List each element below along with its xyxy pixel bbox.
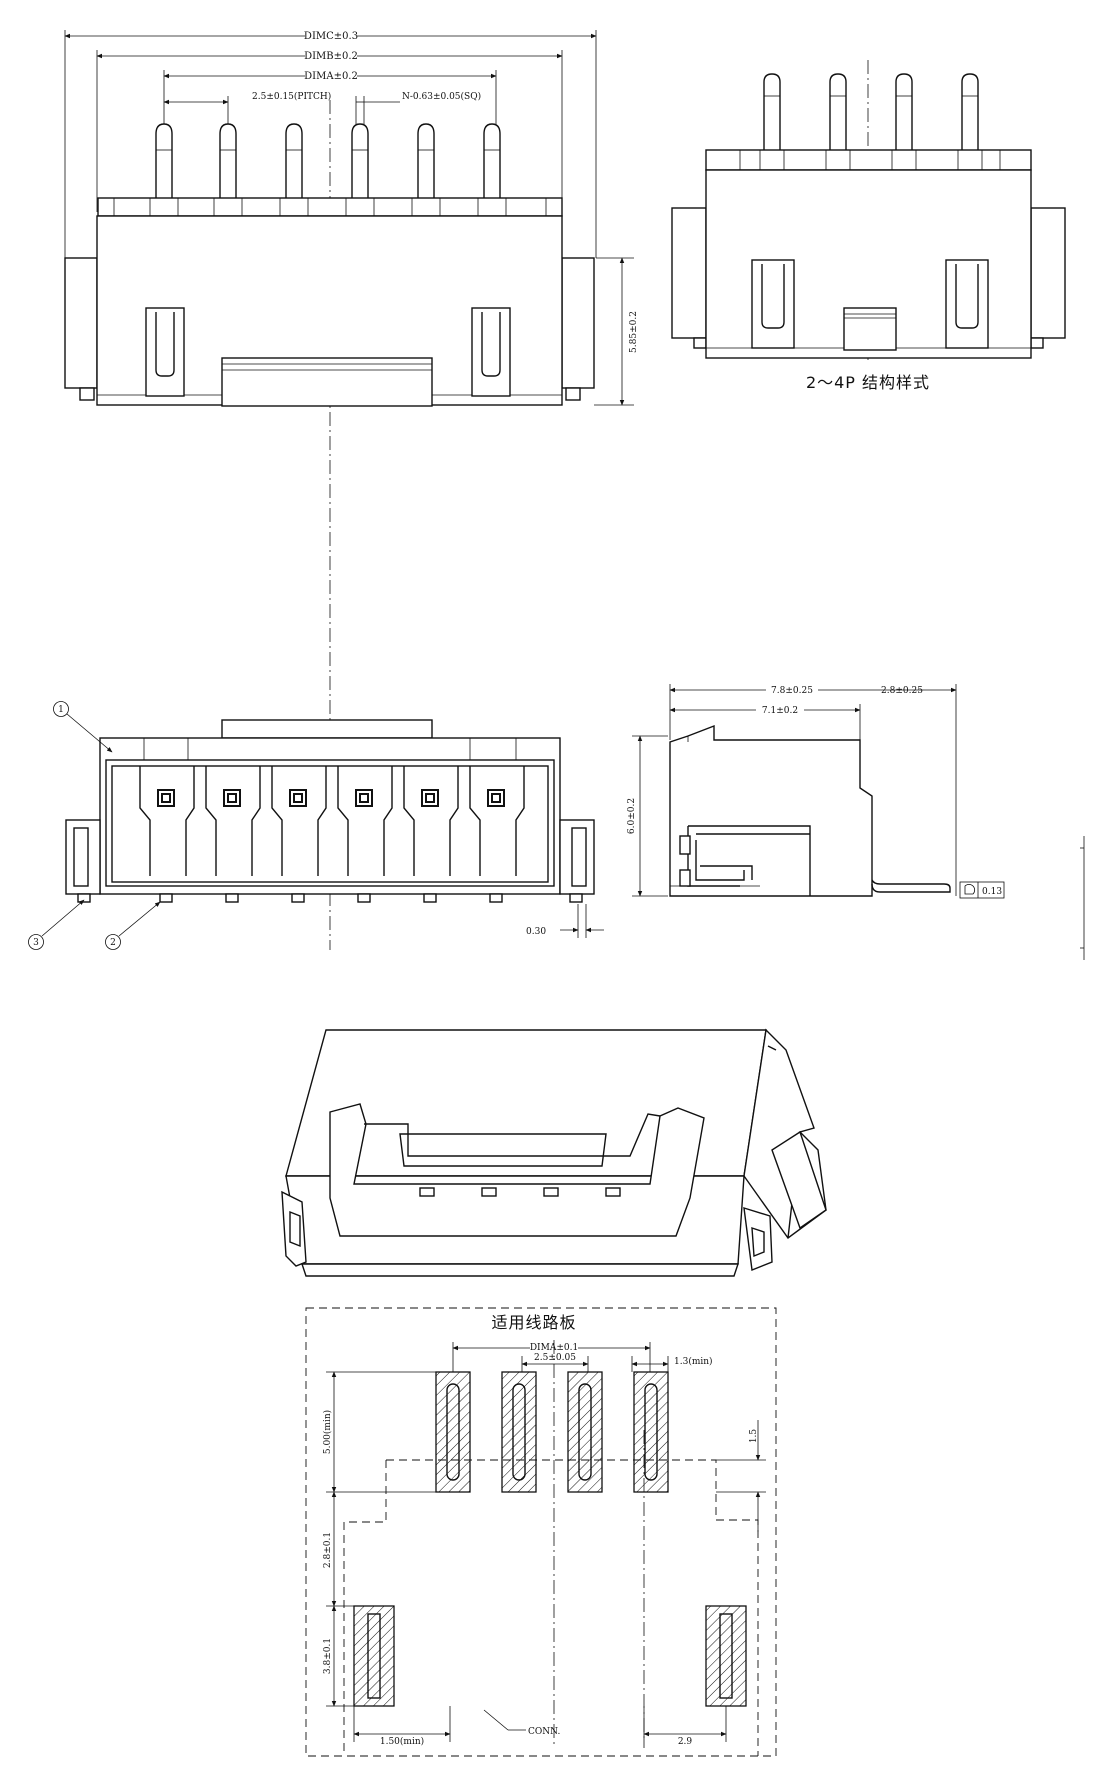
pcb-pad-length: 5.00(min) [322, 1410, 333, 1454]
terminal-cavities [139, 766, 525, 876]
gap-label: 0.30 [526, 927, 546, 937]
variant-caption: 2～4P 结构样式 [806, 373, 930, 392]
pin-size-label: N-0.63±0.05(SQ) [402, 91, 481, 102]
pitch-label: 2.5±0.15(PITCH) [252, 91, 331, 102]
callout-1: 1 [58, 705, 64, 715]
dim-b-label: DIMB±0.2 [304, 51, 358, 62]
side-view: 7.8±0.25 7.1±0.2 2.8±0.25 6.0±0.2 0.13 [627, 683, 1085, 960]
pcb-dim-29: 2.9 [678, 1737, 693, 1747]
pcb-layout: 适用线路板 DIMA±0.1 2.5±0.05 1.3(min) [305, 1307, 777, 1757]
lead-label: 2.8±0.25 [881, 686, 923, 696]
pcb-title: 适用线路板 [491, 1313, 576, 1332]
pcb-dim-28: 2.8±0.1 [323, 1532, 333, 1568]
dim-a-label: DIMA±0.2 [304, 71, 358, 82]
depth-inner-label: 7.1±0.2 [762, 706, 798, 716]
flatness-label: 0.13 [982, 887, 1002, 897]
variant-view: 2～4P 结构样式 [671, 60, 1066, 392]
signal-pads [435, 1371, 669, 1493]
top-view: 1 3 2 0.30 [28, 701, 604, 950]
front-view: DIMC±0.3 DIMB±0.2 DIMA±0.2 2.5±0.15(PITC… [64, 29, 639, 407]
callout-2: 2 [110, 938, 116, 948]
depth-outer-label: 7.8±0.25 [771, 686, 813, 696]
pcb-pad-width: 1.3(min) [674, 1356, 713, 1367]
dim-c-label: DIMC±0.3 [304, 31, 358, 42]
pcb-pitch: 2.5±0.05 [534, 1353, 576, 1363]
isometric-view [281, 1028, 827, 1277]
callout-3: 3 [33, 938, 39, 948]
pcb-dim-15: 1.5 [749, 1429, 759, 1444]
height-label: 5.85±0.2 [629, 311, 639, 353]
side-height-label: 6.0±0.2 [627, 798, 637, 834]
pcb-conn-label: CONN. [528, 1727, 560, 1737]
pcb-dim-150: 1.50(min) [380, 1736, 424, 1747]
mounting-pads [353, 1605, 747, 1707]
pcb-dim-38: 3.8±0.1 [323, 1638, 333, 1674]
